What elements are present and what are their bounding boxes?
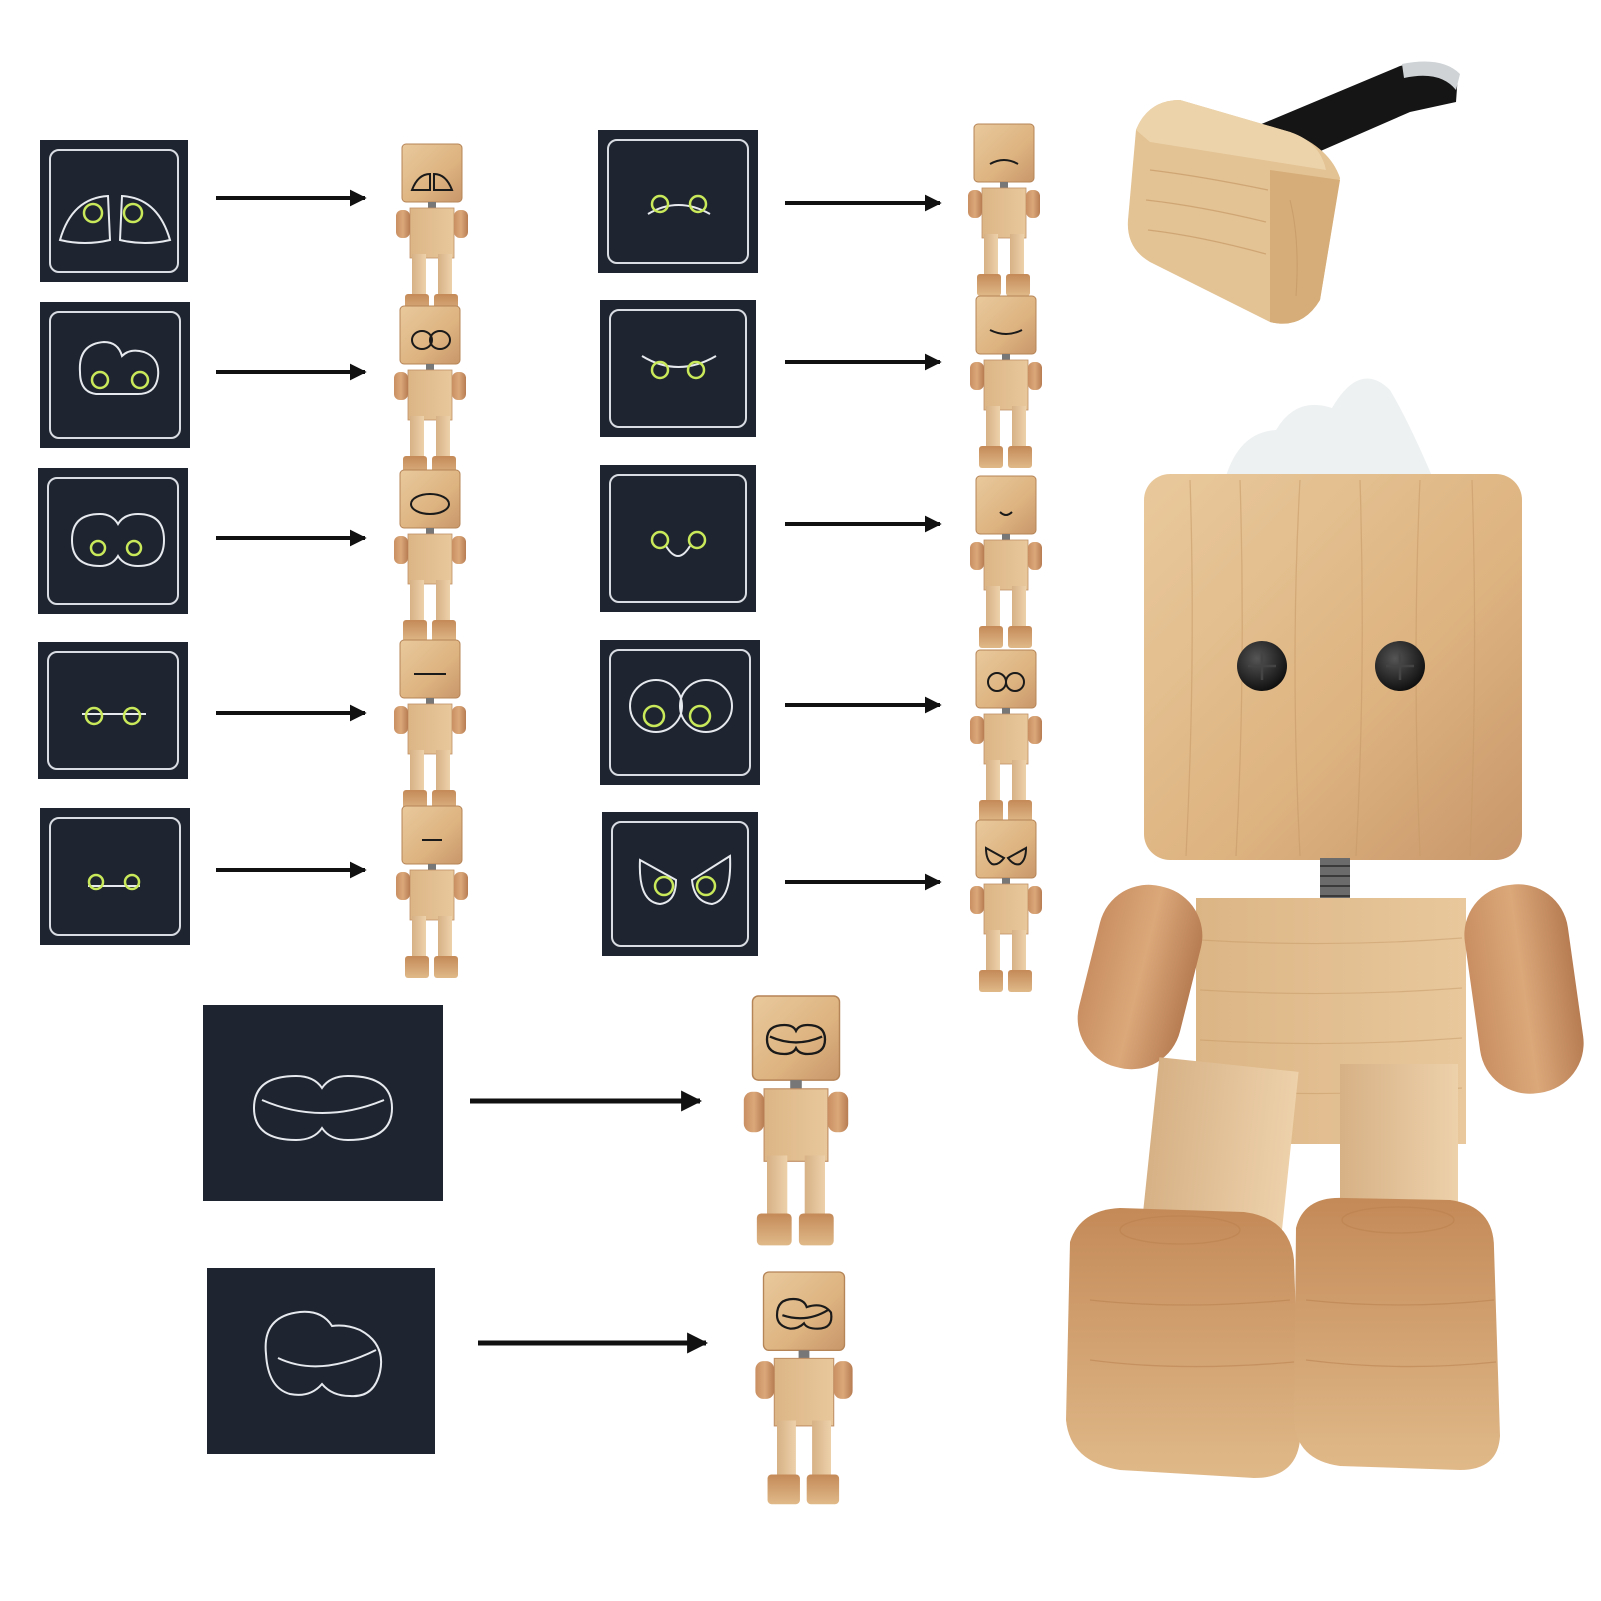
robot-head [1144, 474, 1522, 860]
mini-robot-squint-down [393, 469, 467, 643]
left-foot [1066, 1208, 1300, 1478]
mini-robot-sleepy-wide [743, 995, 849, 1247]
expression-tile-small-neutral [40, 808, 190, 945]
expression-tile-glance-down [40, 302, 190, 448]
left-arm [1077, 884, 1203, 1070]
expression-tile-flat-neutral [38, 642, 188, 779]
vent-clip [1252, 61, 1460, 160]
expression-tile-frown [598, 130, 758, 273]
expression-tile-smirk [600, 465, 756, 612]
felt-pad [1226, 378, 1432, 476]
mini-robot-glance-down [393, 305, 467, 479]
arrows [216, 189, 942, 1354]
tile-face-squint-down [70, 512, 166, 568]
tile-face-grumpy [641, 355, 717, 380]
tile-face-frown [647, 194, 711, 215]
tile-face-glance-down [78, 340, 160, 395]
expression-tile-sad-droopy [40, 140, 188, 282]
mini-robot-smirk [969, 475, 1043, 649]
tile-face-small-neutral [87, 873, 141, 891]
expression-tile-sleepy-tilt [207, 1268, 435, 1454]
mini-robot-sad-droopy [395, 143, 469, 317]
expression-tile-grumpy [600, 300, 756, 437]
mini-robot-wide-eyed [969, 649, 1043, 823]
tile-face-wide-eyed [629, 679, 733, 733]
tile-face-sad-droopy [58, 194, 172, 244]
mini-robot-small-neutral [395, 805, 469, 979]
mini-robot-flat-neutral [393, 639, 467, 813]
mini-robot-grumpy [969, 295, 1043, 469]
tile-face-flat-neutral [82, 706, 146, 726]
right-foot [1294, 1197, 1500, 1470]
expression-tile-sleepy-wide [203, 1005, 443, 1201]
expression-tile-angry [602, 812, 758, 956]
mini-robot-angry [969, 819, 1043, 993]
tile-face-sleepy-wide [252, 1074, 394, 1142]
large-robot [1066, 378, 1584, 1478]
tile-face-smirk [650, 530, 707, 557]
tile-face-angry [638, 854, 732, 906]
mini-robot-frown [967, 123, 1041, 297]
tile-face-sleepy-tilt [264, 1310, 382, 1398]
wooden-block [1127, 100, 1340, 324]
right-arm [1464, 884, 1584, 1094]
mini-robot-sleepy-tilt [754, 1271, 854, 1505]
